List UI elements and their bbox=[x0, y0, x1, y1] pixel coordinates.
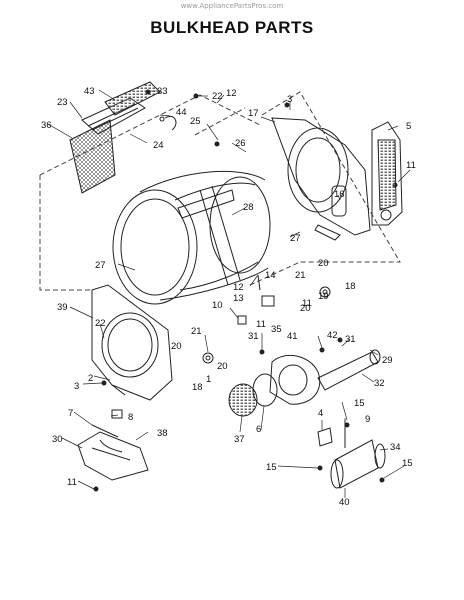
callout-4: 4 bbox=[318, 408, 323, 419]
callout-10: 10 bbox=[212, 300, 223, 311]
callout-6: 6 bbox=[256, 424, 261, 435]
callout-3-b: 3 bbox=[74, 381, 79, 392]
callout-20-d: 20 bbox=[217, 361, 228, 372]
callout-44: 44 bbox=[176, 107, 187, 118]
callout-27: 27 bbox=[290, 233, 301, 244]
callout-30: 30 bbox=[52, 434, 63, 445]
callout-15-b: 15 bbox=[266, 462, 277, 473]
callout-23: 23 bbox=[57, 97, 68, 108]
callout-3: 3 bbox=[287, 94, 292, 105]
callout-labels: 43 33 22 23 44 3 12 17 36 25 5 26 24 11 … bbox=[41, 86, 416, 508]
callout-19: 19 bbox=[318, 291, 329, 302]
callout-32: 32 bbox=[374, 378, 385, 389]
wire-part-44 bbox=[159, 116, 177, 131]
back-grille-part-5 bbox=[371, 121, 403, 226]
callout-21-b: 21 bbox=[191, 326, 202, 337]
callout-11-c: 11 bbox=[256, 319, 266, 330]
callout-31: 31 bbox=[248, 331, 259, 342]
callout-22: 22 bbox=[212, 91, 223, 102]
callout-36: 36 bbox=[41, 120, 52, 131]
blower-housing-part-35 bbox=[269, 354, 321, 405]
callout-13: 13 bbox=[233, 293, 244, 304]
callout-7: 7 bbox=[68, 408, 73, 419]
lint-screen-part-36 bbox=[69, 119, 116, 194]
callout-15-c: 15 bbox=[402, 458, 413, 469]
callout-1: 1 bbox=[206, 374, 211, 385]
callout-11-d: 11 bbox=[67, 477, 77, 488]
rollers-and-brackets bbox=[202, 274, 331, 364]
diagram-title: BULKHEAD PARTS bbox=[150, 18, 314, 37]
callout-41: 41 bbox=[287, 331, 298, 342]
callout-12-lower: 12 bbox=[233, 282, 244, 293]
rear-bulkhead-part-17 bbox=[271, 117, 371, 241]
callout-11: 11 bbox=[406, 160, 416, 171]
callout-26: 26 bbox=[235, 138, 246, 149]
callout-11-b: 11 bbox=[302, 298, 312, 309]
callout-17: 17 bbox=[248, 108, 259, 119]
callout-22-b: 22 bbox=[95, 318, 106, 329]
callout-31-b: 31 bbox=[345, 334, 356, 345]
callout-28: 28 bbox=[243, 202, 254, 213]
callout-12: 12 bbox=[226, 88, 237, 99]
sensor-part-8 bbox=[91, 409, 123, 438]
callout-38: 38 bbox=[157, 428, 168, 439]
motor-part-40 bbox=[330, 439, 386, 489]
callout-15: 15 bbox=[354, 398, 365, 409]
callout-18: 18 bbox=[345, 281, 356, 292]
callout-39: 39 bbox=[57, 302, 68, 313]
callout-33: 33 bbox=[157, 86, 168, 97]
callout-42: 42 bbox=[327, 330, 338, 341]
lower-bracket-part-30 bbox=[77, 431, 149, 481]
drum-part-28 bbox=[112, 170, 271, 305]
callout-5: 5 bbox=[406, 121, 411, 132]
callout-40: 40 bbox=[339, 497, 350, 508]
callout-29: 29 bbox=[382, 355, 393, 366]
front-bulkhead-part-39 bbox=[91, 284, 173, 401]
callout-34: 34 bbox=[390, 442, 401, 453]
callout-16: 16 bbox=[334, 189, 345, 200]
callout-43: 43 bbox=[84, 86, 95, 97]
callout-18-b: 18 bbox=[192, 382, 203, 393]
callout-24: 24 bbox=[153, 140, 164, 151]
callout-27-left: 27 bbox=[95, 260, 106, 271]
callout-35: 35 bbox=[271, 324, 282, 335]
callout-25: 25 bbox=[190, 116, 201, 127]
callout-21: 21 bbox=[295, 270, 306, 281]
callout-37: 37 bbox=[234, 434, 245, 445]
callout-20-c: 20 bbox=[171, 341, 182, 352]
callout-9: 9 bbox=[365, 414, 370, 425]
callout-14: 14 bbox=[265, 270, 276, 281]
blower-wheel-part-37 bbox=[228, 373, 278, 417]
exhaust-duct-part-32 bbox=[317, 349, 381, 391]
watermark: www.AppliancePartsPros.com bbox=[180, 2, 284, 10]
callout-20: 20 bbox=[318, 258, 329, 269]
callout-2: 2 bbox=[88, 373, 93, 384]
callout-8: 8 bbox=[128, 412, 133, 423]
leader-lines bbox=[47, 89, 411, 498]
callout-20-b: 20 bbox=[300, 303, 311, 314]
